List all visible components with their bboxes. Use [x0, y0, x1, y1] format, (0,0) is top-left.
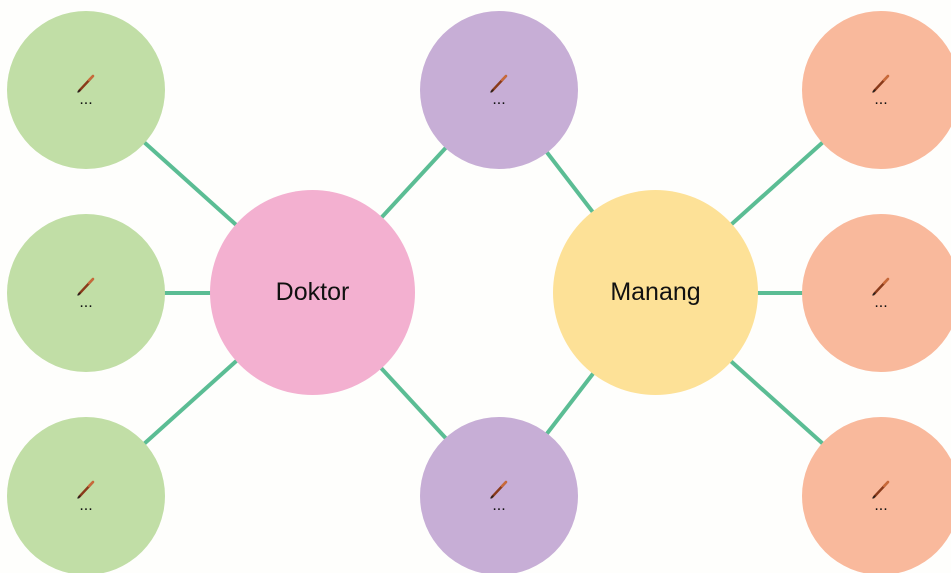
- leaf-placeholder: ...: [75, 478, 97, 514]
- placeholder-text: ...: [874, 294, 888, 311]
- leaf-placeholder: ...: [488, 72, 510, 108]
- leaf-placeholder: ...: [75, 72, 97, 108]
- placeholder-text: ...: [492, 91, 506, 108]
- placeholder-text: ...: [874, 91, 888, 108]
- center-node-manang[interactable]: Manang: [553, 190, 758, 395]
- pen-icon: [872, 480, 890, 499]
- pen-icon: [872, 277, 890, 296]
- center-node-label: Doktor: [275, 278, 350, 306]
- manang-attribute-node-2[interactable]: ...: [802, 214, 951, 372]
- leaf-placeholder: ...: [870, 478, 892, 514]
- manang-attribute-node-1[interactable]: ...: [802, 11, 951, 169]
- pen-icon: [872, 74, 890, 93]
- placeholder-text: ...: [79, 91, 93, 108]
- leaf-placeholder: ...: [75, 275, 97, 311]
- pen-icon: [490, 74, 508, 93]
- leaf-placeholder: ...: [870, 72, 892, 108]
- doktor-attribute-node-3[interactable]: ...: [7, 417, 165, 573]
- center-node-label: Manang: [610, 278, 701, 306]
- center-node-doktor[interactable]: Doktor: [210, 190, 415, 395]
- leaf-placeholder: ...: [870, 275, 892, 311]
- placeholder-text: ...: [874, 497, 888, 514]
- pen-icon: [490, 480, 508, 499]
- doktor-attribute-node-1[interactable]: ...: [7, 11, 165, 169]
- shared-attribute-node-1[interactable]: ...: [420, 11, 578, 169]
- pen-icon: [77, 277, 95, 296]
- manang-attribute-node-3[interactable]: ...: [802, 417, 951, 573]
- placeholder-text: ...: [79, 294, 93, 311]
- placeholder-text: ...: [79, 497, 93, 514]
- placeholder-text: ...: [492, 497, 506, 514]
- doktor-attribute-node-2[interactable]: ...: [7, 214, 165, 372]
- pen-icon: [77, 74, 95, 93]
- leaf-placeholder: ...: [488, 478, 510, 514]
- pen-icon: [77, 480, 95, 499]
- shared-attribute-node-2[interactable]: ...: [420, 417, 578, 573]
